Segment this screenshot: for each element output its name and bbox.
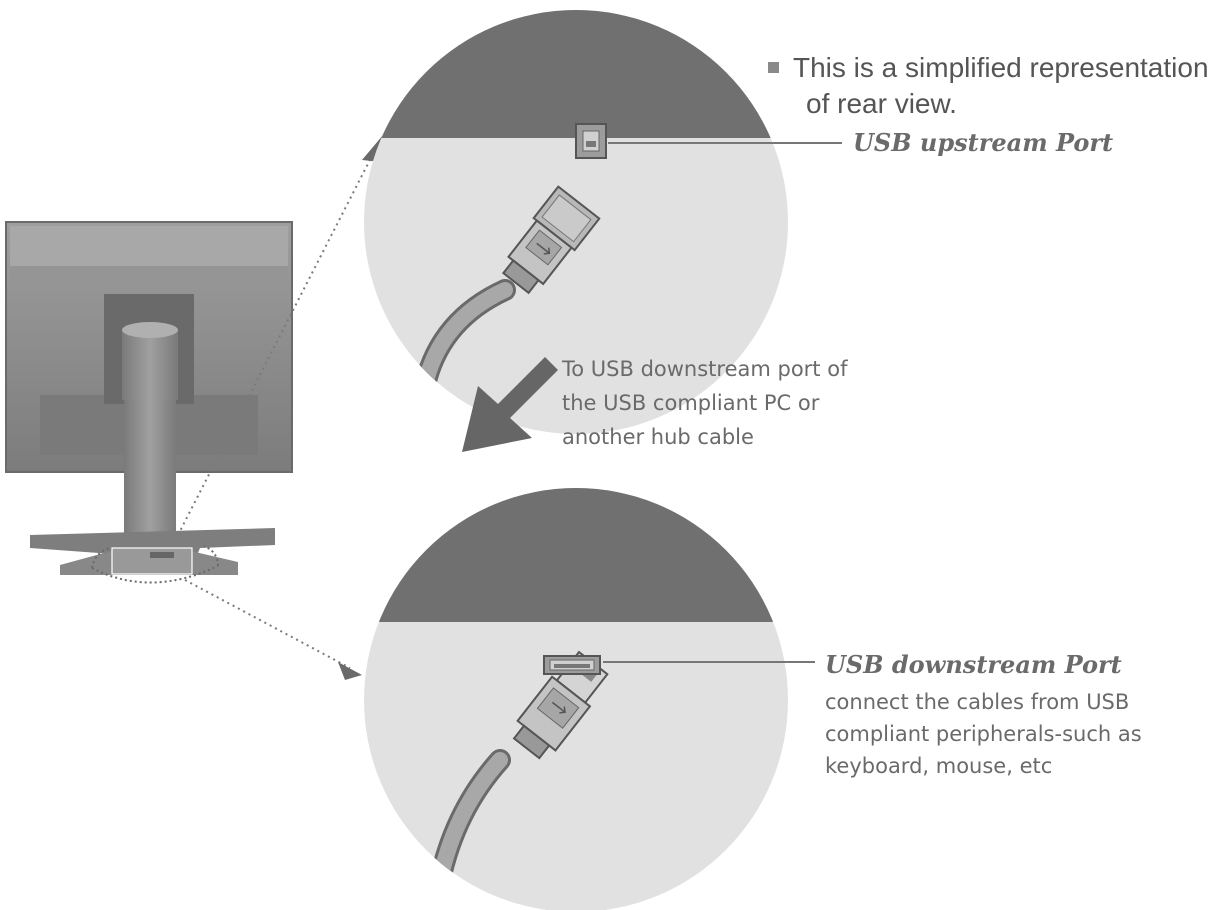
bullet-icon bbox=[768, 62, 779, 73]
downstream-detail-circle bbox=[364, 488, 788, 910]
usb-b-plug bbox=[501, 185, 601, 295]
arrowhead-bottom bbox=[338, 662, 362, 680]
monitor-rear-view bbox=[5, 221, 293, 584]
direction-line-3: another hub cable bbox=[562, 425, 754, 449]
usb-downstream-port bbox=[543, 655, 601, 675]
direction-line-2: the USB compliant PC or bbox=[562, 391, 820, 415]
downstream-desc-line-2: compliant peripherals-such as bbox=[825, 722, 1142, 746]
usb-downstream-label: USB downstream Port bbox=[825, 650, 1122, 679]
monitor-top-edge bbox=[10, 226, 288, 266]
direction-description: To USB downstream port of the USB compli… bbox=[562, 352, 942, 454]
stand-neck bbox=[124, 400, 176, 535]
usb-upstream-label: USB upstream Port bbox=[853, 128, 1114, 157]
note-line-2: of rear view. bbox=[806, 88, 957, 119]
rear-panel-top bbox=[364, 10, 788, 138]
stand-hinge bbox=[122, 330, 178, 400]
downstream-desc-line-1: connect the cables from USB bbox=[825, 690, 1130, 714]
downstream-description: connect the cables from USB compliant pe… bbox=[825, 686, 1223, 782]
note-line-1: This is a simplified representation bbox=[793, 52, 1209, 83]
direction-line-1: To USB downstream port of bbox=[562, 357, 848, 381]
stand-base-top bbox=[30, 528, 275, 560]
usb-upstream-port bbox=[575, 123, 607, 159]
rear-panel-bottom bbox=[364, 488, 788, 622]
direction-arrow bbox=[462, 357, 558, 452]
rear-view-note: This is a simplified representation of r… bbox=[768, 50, 1223, 122]
downstream-desc-line-3: keyboard, mouse, etc bbox=[825, 754, 1053, 778]
